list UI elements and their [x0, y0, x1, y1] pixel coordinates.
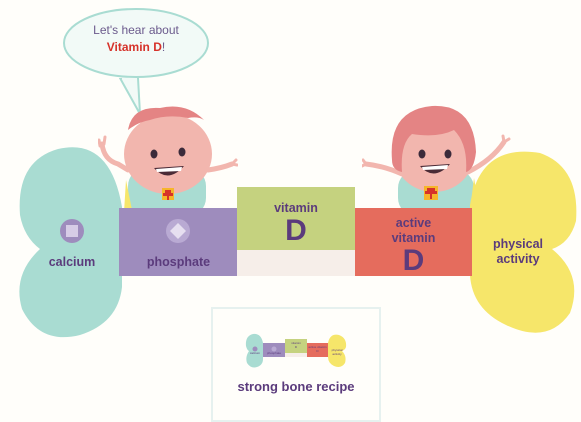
- mini-vitamin-d: D: [295, 345, 297, 349]
- bubble-exclaim: !: [162, 40, 165, 54]
- mini-active-d: D: [316, 349, 318, 353]
- mini-calcium-label: calcium: [248, 351, 262, 355]
- calcium-square-icon: [66, 225, 78, 237]
- active-vitamin-label: active vitamin D: [355, 216, 472, 276]
- activity-word: activity: [478, 252, 558, 267]
- active-d-letter: D: [355, 246, 472, 276]
- calcium-label: calcium: [32, 255, 112, 270]
- active-word: active: [355, 216, 472, 231]
- mini-phosphate-label: phosphate: [263, 351, 285, 355]
- physical-word: physical: [478, 237, 558, 252]
- bubble-vitamin-d: Vitamin D: [107, 40, 162, 54]
- mini-activity-label: physical activity: [328, 348, 346, 356]
- vitamin-label: vitamin D: [237, 201, 355, 246]
- speech-bubble-text: Let's hear about Vitamin D!: [62, 22, 210, 56]
- vitamin-segment-light: [237, 250, 355, 276]
- phosphate-label: phosphate: [119, 255, 238, 270]
- bubble-line-1: Let's hear about: [62, 22, 210, 39]
- vitamin-d-letter: D: [237, 216, 355, 246]
- recipe-title: strong bone recipe: [211, 379, 381, 394]
- physical-activity-label: physical activity: [478, 237, 558, 267]
